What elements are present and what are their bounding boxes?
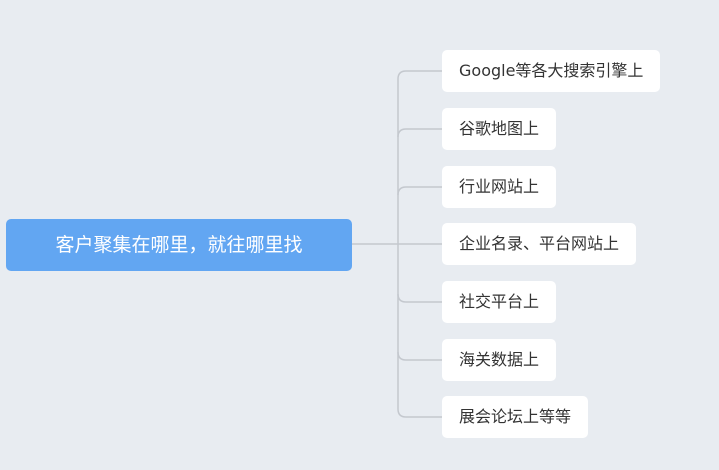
subtopic-customs-data[interactable]: 海关数据上 (442, 339, 557, 381)
branch-connector (397, 351, 442, 361)
subtopic-label: 企业名录、平台网站上 (459, 234, 620, 253)
root-topic[interactable]: 客户聚集在哪里，就往哪里找 (6, 219, 352, 271)
branch-connector (397, 293, 442, 303)
subtopic-search-engines[interactable]: Google等各大搜索引擎上 (442, 50, 661, 92)
subtopic-label: 展会论坛上等等 (459, 407, 572, 426)
branch-connector (397, 128, 442, 138)
subtopic-label: 行业网站上 (459, 177, 540, 196)
subtopic-google-maps[interactable]: 谷歌地图上 (442, 108, 557, 150)
branch-connector (397, 186, 442, 196)
subtopic-directories[interactable]: 企业名录、平台网站上 (442, 223, 637, 265)
root-topic-label: 客户聚集在哪里，就往哪里找 (55, 234, 303, 256)
subtopic-label: 海关数据上 (459, 350, 540, 369)
subtopic-label: Google等各大搜索引擎上 (459, 61, 644, 80)
subtopic-label: 社交平台上 (459, 292, 540, 311)
subtopic-industry-sites[interactable]: 行业网站上 (442, 166, 557, 208)
subtopic-label: 谷歌地图上 (459, 119, 540, 138)
subtopic-social-platforms[interactable]: 社交平台上 (442, 281, 557, 323)
subtopic-exhibitions[interactable]: 展会论坛上等等 (442, 396, 589, 438)
